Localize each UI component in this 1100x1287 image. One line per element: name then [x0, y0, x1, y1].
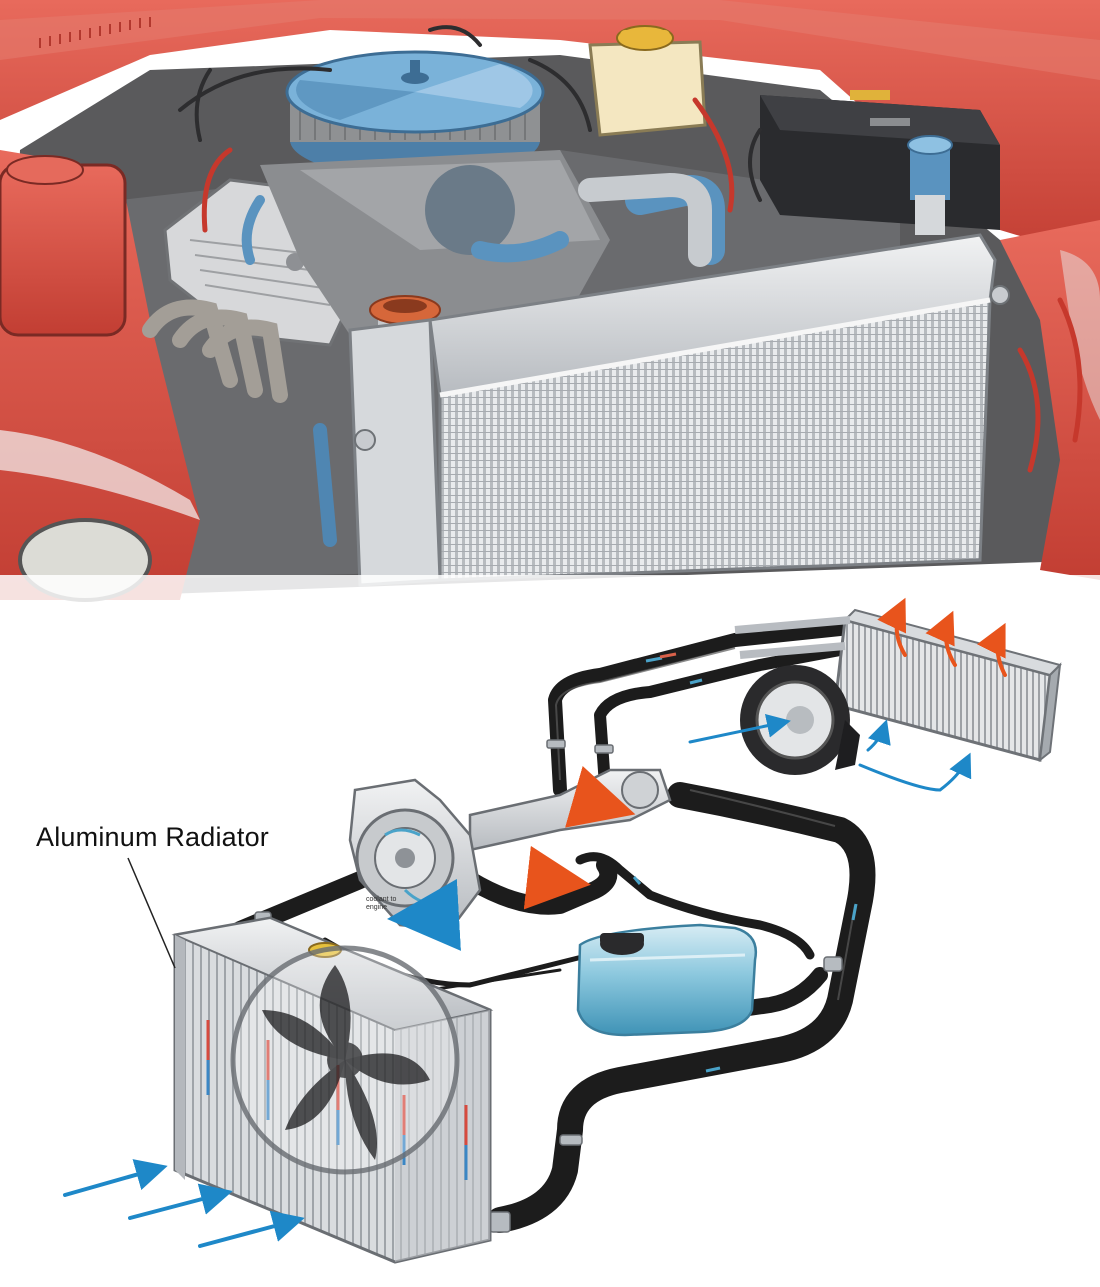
cooling-system-schematic	[63, 597, 1062, 1264]
airflow-arrow-icon	[63, 1159, 305, 1248]
engine-bay-illustration	[0, 0, 1100, 605]
expansion-tank	[576, 923, 758, 1037]
heat-arrow-icon	[877, 597, 1007, 677]
coolant-to-engine-label: coolant to engine	[366, 896, 397, 911]
blower-fan	[740, 665, 860, 775]
coolant-to-engine-arrow	[387, 878, 461, 951]
engine-bay-radiator	[348, 233, 1010, 587]
coolant-reservoir-top	[588, 25, 707, 137]
thermostat-housing	[468, 766, 672, 910]
airflow-arrow-icon	[688, 713, 972, 792]
aluminum-radiator-label: Aluminum Radiator	[36, 822, 269, 852]
battery	[760, 90, 1000, 230]
radiator-label-leader	[127, 857, 176, 969]
cooling-fan	[230, 945, 460, 1175]
